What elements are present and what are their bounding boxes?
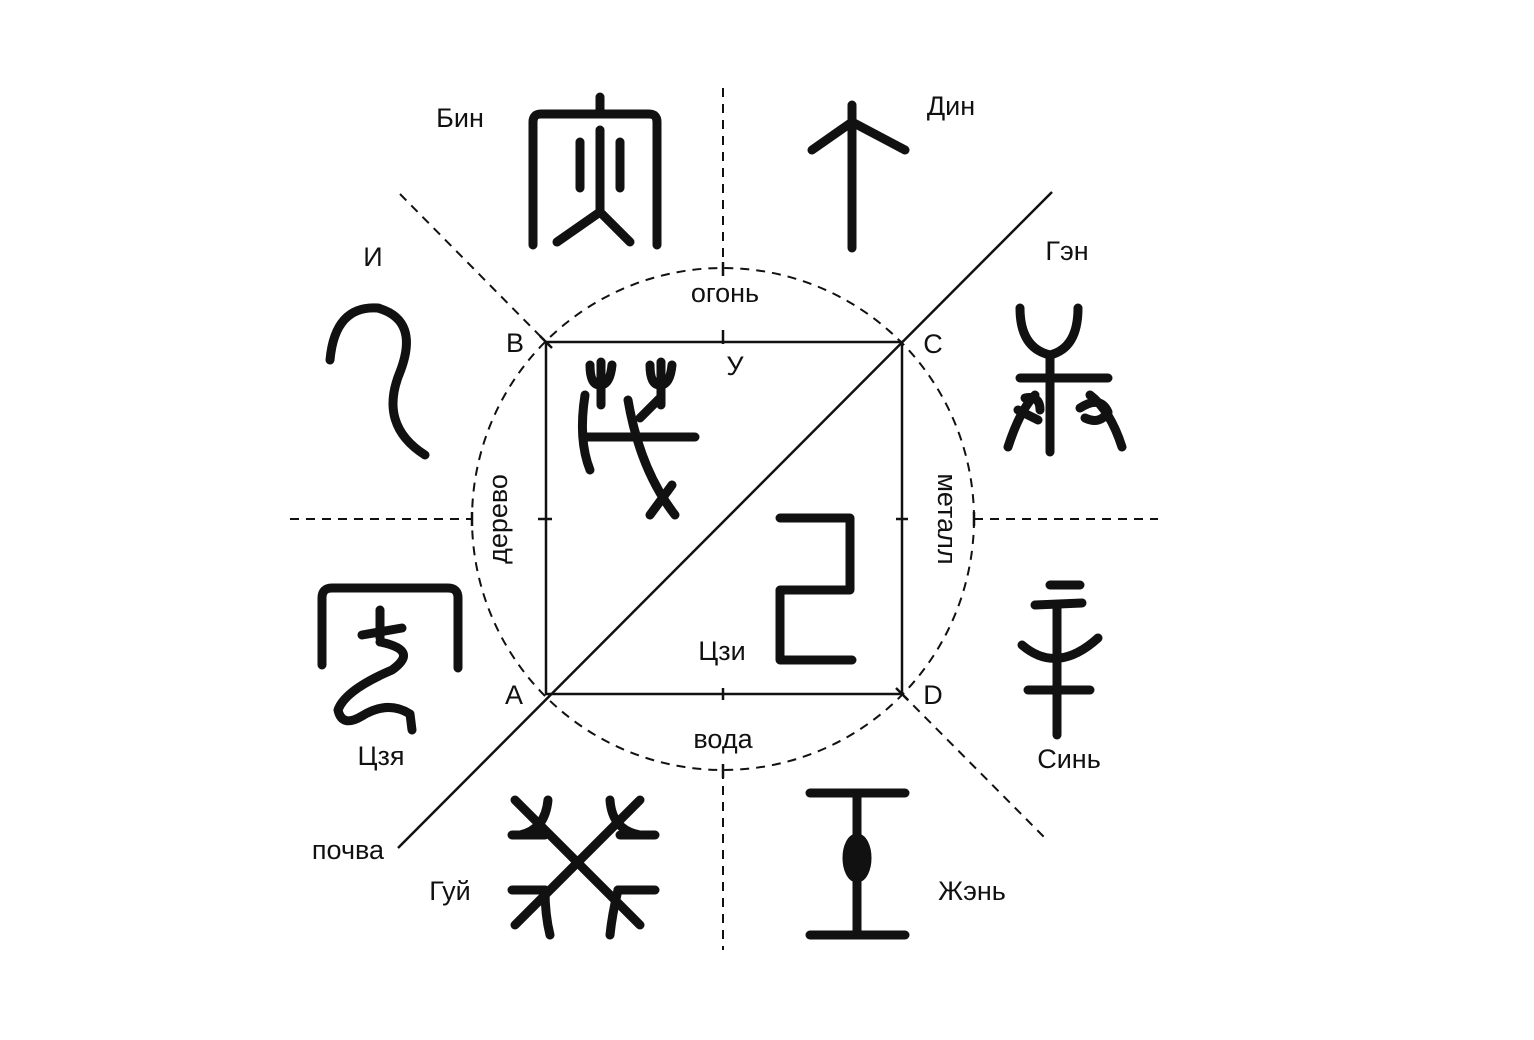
glyph-yi xyxy=(325,303,430,460)
label-ding: Дин xyxy=(927,91,975,121)
label-bing: Бин xyxy=(436,103,484,133)
label-ren: Жэнь xyxy=(938,876,1006,906)
glyph-gui xyxy=(507,795,660,940)
label-earth: почва xyxy=(312,835,385,865)
label-jia: Цзя xyxy=(358,741,405,771)
dashed-diagonal-bottom-right xyxy=(901,693,1046,839)
corner-d: D xyxy=(923,680,943,710)
glyph-ding xyxy=(807,100,910,253)
label-yi: И xyxy=(363,242,382,272)
square-abcd xyxy=(544,340,904,696)
glyph-xin xyxy=(1017,580,1103,740)
corner-b: B xyxy=(506,328,524,358)
glyph-center-wood xyxy=(577,357,700,520)
glyph-ji xyxy=(775,513,857,665)
label-ji: Цзи xyxy=(698,636,745,666)
glyph-geng xyxy=(1003,303,1127,457)
label-metal: металл xyxy=(932,473,962,564)
label-wood: дерево xyxy=(483,474,513,564)
center-top-label: У xyxy=(726,351,744,381)
label-geng: Гэн xyxy=(1045,236,1088,266)
glyph-ren xyxy=(805,788,910,940)
label-gui: Гуй xyxy=(429,876,470,906)
label-xin: Синь xyxy=(1037,744,1101,774)
label-water: вода xyxy=(693,724,753,754)
glyph-bing xyxy=(528,92,662,250)
earth-diagonal xyxy=(397,191,1053,849)
dashed-diagonal-top-left xyxy=(399,193,547,343)
corner-a: A xyxy=(505,680,523,710)
glyph-jia xyxy=(317,583,463,735)
label-fire: огонь xyxy=(691,278,759,308)
corner-c: C xyxy=(923,329,943,359)
